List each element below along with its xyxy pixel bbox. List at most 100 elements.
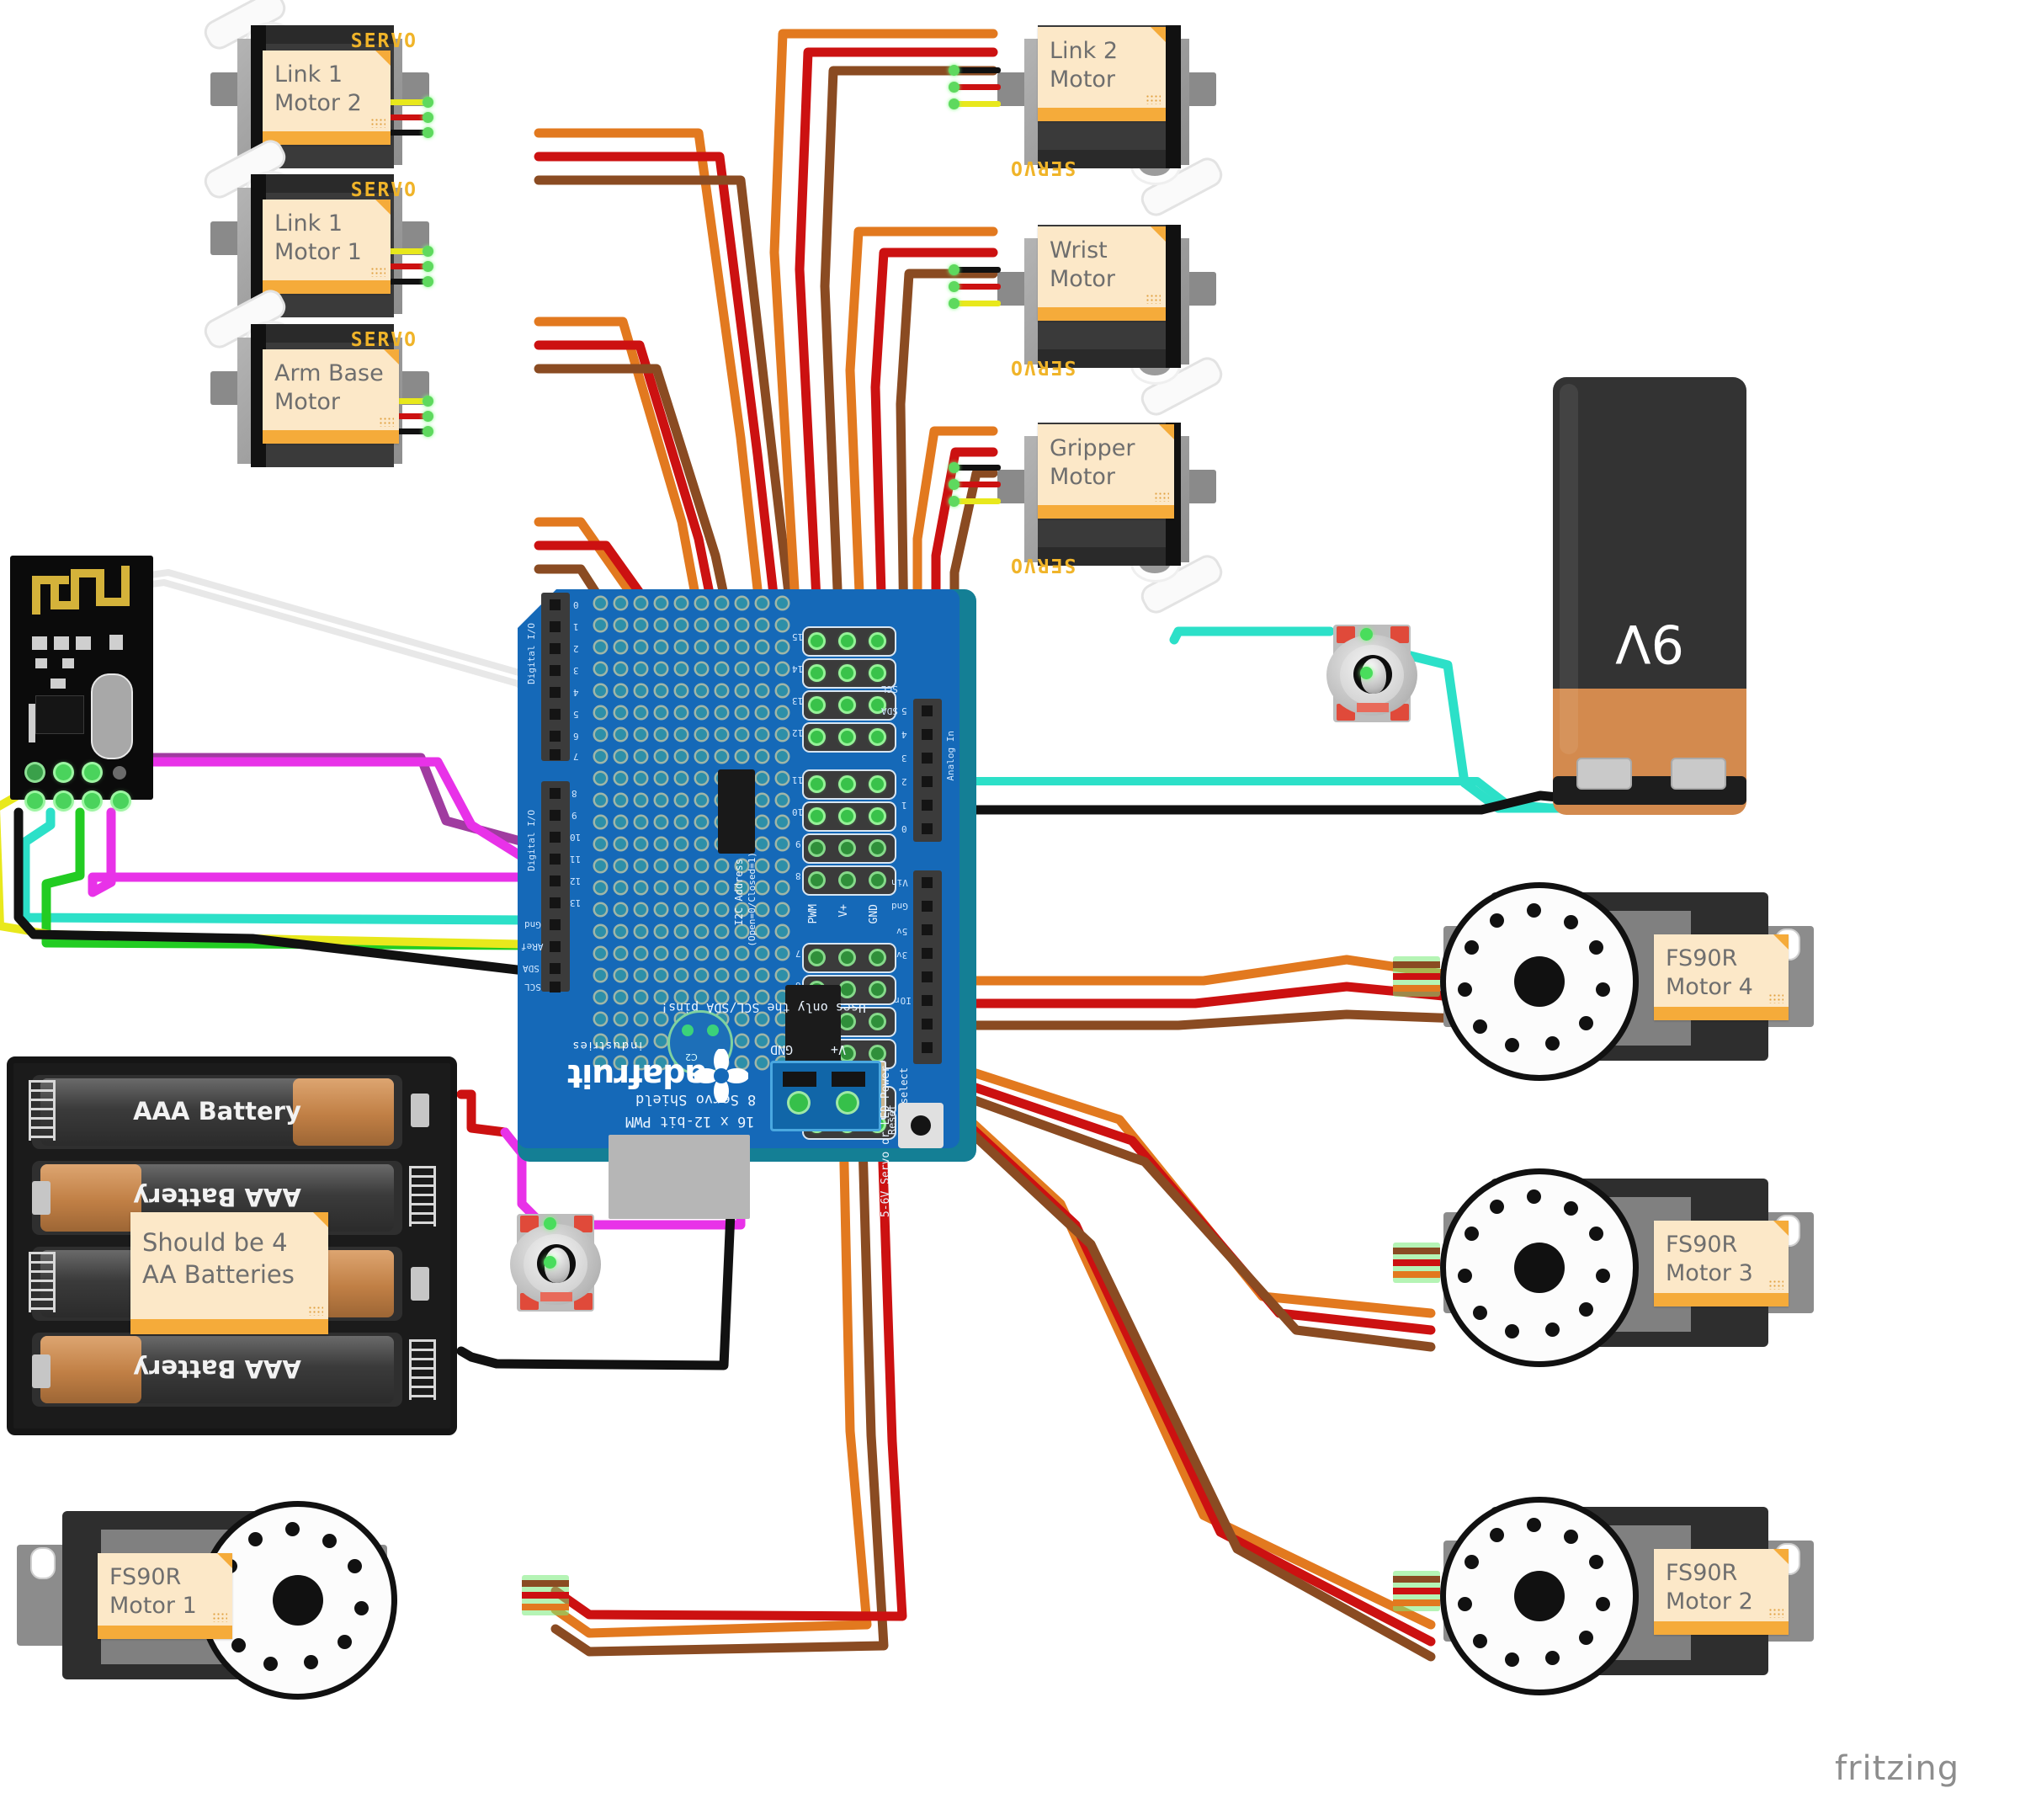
servo-link1-motor-2[interactable]: SERVO Link 1 Motor 2	[199, 0, 433, 200]
servo-signal-lead	[387, 99, 433, 105]
servo-label-note: Arm Base Motor	[263, 349, 399, 444]
terminal-vplus-label: V+	[831, 1042, 847, 1057]
servo-wheel-horn	[1440, 1168, 1639, 1367]
battery-voltage-label: 9V	[1615, 613, 1684, 674]
servo-label-line2: Motor	[1050, 464, 1116, 491]
radio-pin[interactable]	[56, 764, 72, 780]
fs90r-motor-2[interactable]: FS90R Motor 2	[1393, 1497, 1814, 1695]
servo-ground-lead	[387, 279, 433, 285]
digital-io-label: Digital I/O	[526, 623, 537, 684]
pot-terminal[interactable]	[544, 1217, 556, 1230]
servo-label-line2: Motor 2	[274, 90, 362, 117]
servo-label-note: Wrist Motor	[1038, 226, 1166, 321]
board-silk-line1: 16 x 12-bit PWM	[625, 1113, 755, 1130]
fs90r-motor-1[interactable]: FS90R Motor 1	[17, 1501, 569, 1700]
reset-button[interactable]	[898, 1103, 944, 1148]
pwm-block-12[interactable]	[804, 724, 895, 751]
servo-brand-text: SERVO	[1009, 356, 1076, 378]
pcb-antenna-icon	[32, 566, 133, 621]
servo-label-line2: Motor 1	[274, 239, 362, 266]
motor-label-line2: Motor 4	[1666, 974, 1753, 1001]
servo-brand-text: SERVO	[350, 329, 417, 351]
servo-signal-lead	[387, 248, 433, 254]
battery-cell: AAA Battery	[32, 1333, 402, 1407]
i2c-address-sublabel: (Open=0/Closed=1)	[747, 852, 758, 947]
pwm-block-14[interactable]	[804, 660, 895, 687]
servo-power-lead	[387, 413, 433, 419]
servo-power-lead	[952, 482, 1001, 487]
adafruit-industries-text: industries	[571, 1039, 642, 1051]
motor-label-line1: FS90R	[1666, 945, 1738, 971]
battery-cell-label: AAA Battery	[133, 1183, 301, 1211]
pwm-block-9[interactable]	[804, 835, 895, 862]
power-header[interactable]	[913, 870, 942, 1064]
reset-label: Reset	[886, 1104, 898, 1136]
analog-in-label: Analog In	[945, 731, 956, 781]
servo-label-line1: Link 2	[1050, 38, 1119, 64]
motor-connector	[1393, 1243, 1440, 1283]
motor-label-line1: FS90R	[1666, 1560, 1738, 1586]
pwm-block-7[interactable]	[804, 945, 895, 971]
servo-label-line2: Motor	[1050, 67, 1116, 93]
servo-power-lead	[387, 114, 433, 120]
motor-label-line1: FS90R	[109, 1564, 182, 1590]
potentiometer-bottom[interactable]	[505, 1212, 606, 1313]
power-terminal-block[interactable]	[770, 1061, 881, 1131]
servo-link2-motor[interactable]: SERVO Link 2 Motor	[949, 7, 1227, 221]
servo-wrist-motor[interactable]: SERVO Wrist Motor	[949, 206, 1227, 420]
servo-label-line1: Gripper	[1050, 435, 1135, 461]
servo-power-lead	[387, 263, 433, 269]
radio-pin[interactable]	[27, 764, 43, 780]
servo-label-note: Link 1 Motor 1	[263, 200, 391, 294]
pot-terminal[interactable]	[1360, 628, 1373, 641]
fs90r-motor-4[interactable]: FS90R Motor 4	[1393, 882, 1814, 1081]
aaa-battery-note: Should be 4 AA Batteries	[130, 1212, 328, 1334]
analog-in-header[interactable]	[913, 699, 942, 842]
pwm-column-label: PWM	[807, 904, 820, 924]
potentiometer-top[interactable]	[1321, 623, 1422, 724]
radio-pin[interactable]	[84, 793, 100, 809]
servo-power-lead	[952, 284, 1001, 290]
servo-brand-text: SERVO	[350, 30, 417, 52]
nrf24l01-radio-module[interactable]	[10, 556, 153, 809]
pwm-block-10[interactable]	[804, 803, 895, 830]
fs90r-motor-3[interactable]: FS90R Motor 3	[1393, 1168, 1814, 1367]
servo-label-line1: Link 1	[274, 210, 343, 237]
pwm-block-15[interactable]	[804, 628, 895, 655]
servo-signal-lead	[952, 101, 1001, 107]
fritzing-watermark: fritzing	[1835, 1749, 1960, 1788]
motor-connector	[1393, 956, 1440, 997]
servo-label-line2: Motor	[1050, 266, 1116, 293]
crystal-oscillator	[91, 673, 133, 759]
pwm-block-8[interactable]	[804, 867, 895, 894]
servo-label-line1: Link 1	[274, 61, 343, 88]
servo-gripper-motor[interactable]: SERVO Gripper Motor	[949, 404, 1227, 618]
servo-power-lead	[952, 84, 1001, 90]
i2c-pins-note-line2: Uses only the SCL/SDA pins!	[661, 1000, 866, 1015]
adafruit-logo-text: adafruit	[568, 1057, 707, 1094]
radio-pin[interactable]	[27, 793, 43, 809]
pwm-block-11[interactable]	[804, 771, 895, 798]
aaa-battery-holder[interactable]: AAA Battery AAA Battery AAA Battery AAA …	[7, 1056, 457, 1435]
gnd-column-label: GND	[868, 904, 880, 924]
radio-pin[interactable]	[113, 793, 129, 809]
servo-label-line1: Wrist	[1050, 237, 1108, 263]
pwm-block-13[interactable]	[804, 692, 895, 719]
9v-battery[interactable]: 9V	[1553, 377, 1746, 815]
servo-link1-motor-1[interactable]: SERVO Link 1 Motor 1	[199, 136, 433, 349]
servo-ground-lead	[952, 267, 1001, 273]
motor-label-note: FS90R Motor 3	[1654, 1221, 1789, 1306]
battery-cell-label: AAA Battery	[133, 1354, 301, 1383]
radio-pin[interactable]	[84, 764, 100, 780]
servo-ground-lead	[387, 428, 433, 434]
servo-signal-lead	[952, 301, 1001, 306]
i2c-address-label: I2C Address	[733, 859, 745, 926]
usb-connector	[609, 1135, 750, 1219]
servo-arm-base-motor[interactable]: SERVO Arm Base Motor	[199, 285, 433, 499]
adafruit-flower-icon	[694, 1048, 749, 1104]
pot-terminal[interactable]	[544, 1256, 556, 1269]
radio-pin[interactable]	[56, 793, 72, 809]
pot-terminal[interactable]	[1360, 667, 1373, 679]
